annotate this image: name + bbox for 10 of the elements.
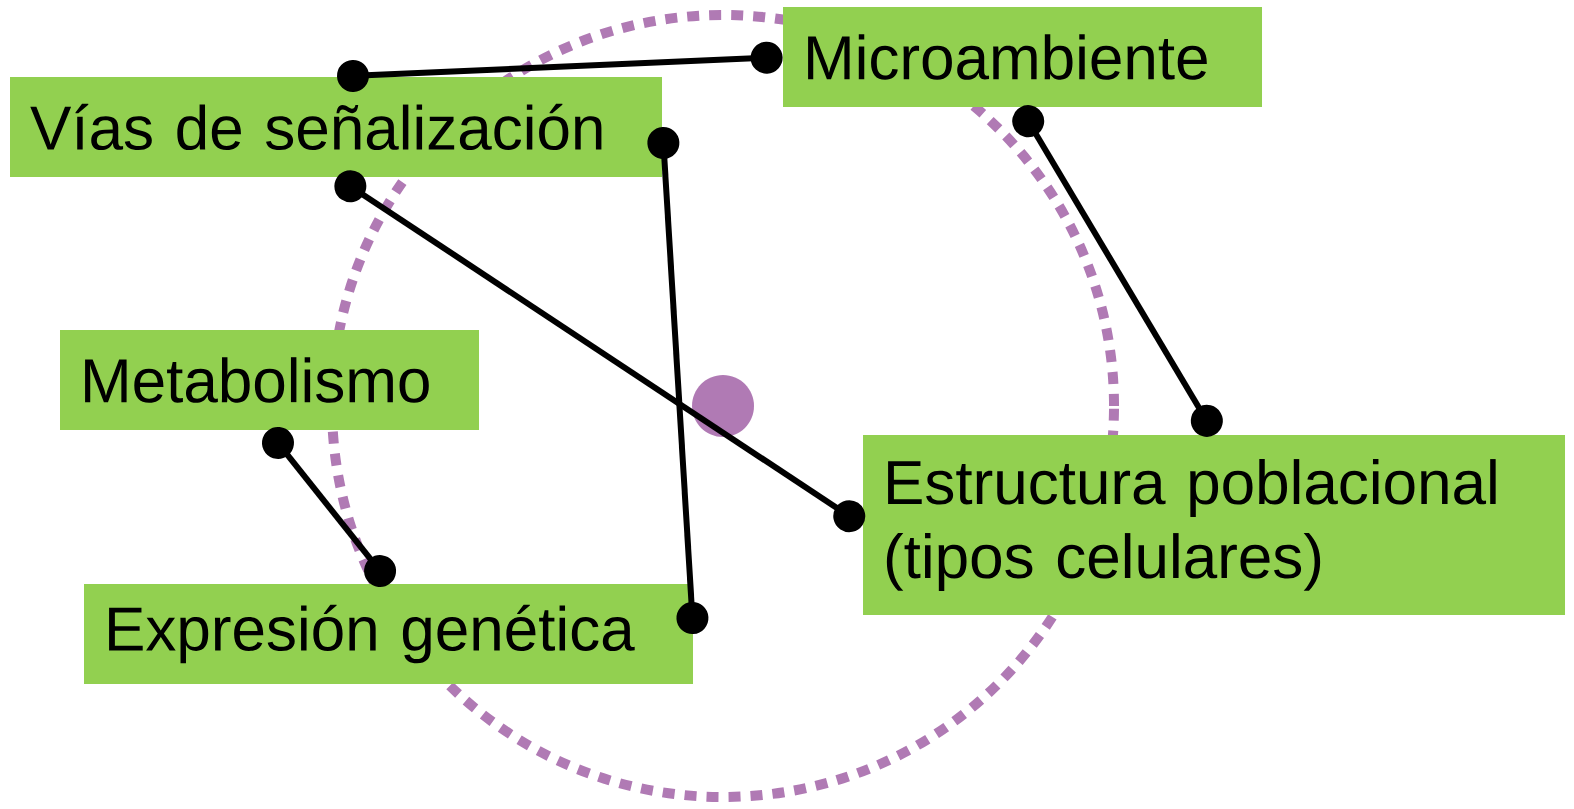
connector-line <box>261 426 397 588</box>
connector-line <box>334 170 866 533</box>
label-box: Metabolismo <box>60 330 479 430</box>
label-box: Microambiente <box>783 7 1262 107</box>
label-box: Vías de señalización <box>10 77 662 177</box>
label-box: Expresión genética <box>84 584 693 684</box>
connector-line <box>647 127 709 634</box>
label-box: Estructura poblacional (tipos celulares) <box>863 435 1565 615</box>
connector-line <box>337 41 783 92</box>
connector-line <box>1012 105 1223 437</box>
